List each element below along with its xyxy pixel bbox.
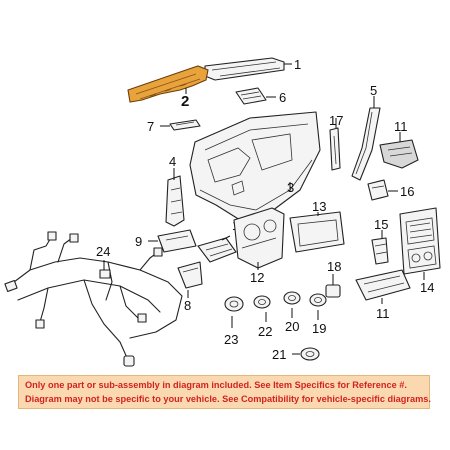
callout-16: 16 bbox=[400, 184, 414, 199]
part-1-dash-top-trim: 1 bbox=[204, 57, 301, 81]
disclaimer-line-1: Only one part or sub-assembly in diagram… bbox=[25, 380, 407, 390]
callout-15: 15 bbox=[374, 217, 388, 232]
part-18-switch: 18 bbox=[325, 259, 341, 298]
callout-24: 24 bbox=[96, 244, 110, 259]
callout-4: 4 bbox=[169, 154, 176, 169]
callout-20: 20 bbox=[285, 319, 299, 334]
callout-5: 5 bbox=[370, 83, 377, 98]
callout-21: 21 bbox=[272, 347, 286, 362]
part-9-cross-brace: 9 bbox=[135, 229, 197, 253]
callout-8: 8 bbox=[184, 298, 191, 313]
callout-17: 17 bbox=[329, 113, 343, 128]
callout-14: 14 bbox=[420, 280, 434, 295]
part-11-console-bracket: 11 bbox=[355, 269, 411, 321]
part-23-knob: 23 bbox=[224, 296, 244, 347]
callout-11a: 11 bbox=[394, 119, 408, 134]
part-2-highlighted-duct: 2 bbox=[127, 65, 209, 110]
callout-11b: 11 bbox=[376, 306, 390, 321]
part-20-knob: 20 bbox=[283, 291, 301, 334]
callout-23: 23 bbox=[224, 332, 238, 347]
disclaimer-banner: Only one part or sub-assembly in diagram… bbox=[18, 375, 431, 409]
callout-2: 2 bbox=[181, 93, 189, 110]
part-22-knob: 22 bbox=[253, 295, 272, 339]
callout-19: 19 bbox=[312, 321, 326, 336]
part-4-left-bracket: 4 bbox=[165, 154, 185, 227]
part-13-panel: 13 bbox=[289, 199, 345, 253]
part-5-pillar-trim: 5 bbox=[351, 83, 381, 181]
part-3-instrument-panel: 3 bbox=[189, 111, 321, 221]
part-12-cluster-bezel: 12 bbox=[233, 207, 285, 285]
callout-3: 3 bbox=[287, 180, 294, 195]
part-6-vent: 6 bbox=[235, 87, 286, 105]
part-21-knob: 21 bbox=[272, 347, 320, 362]
part-24-wiring-harness: 24 bbox=[4, 231, 183, 367]
callout-6: 6 bbox=[279, 90, 286, 105]
part-8-bracket: 8 bbox=[177, 261, 203, 313]
part-17-side-trim: 17 bbox=[329, 113, 343, 171]
part-7-grille: 7 bbox=[147, 119, 201, 134]
callout-1: 1 bbox=[294, 57, 301, 72]
part-19-knob: 19 bbox=[309, 293, 327, 336]
callout-7: 7 bbox=[147, 119, 154, 134]
callout-9: 9 bbox=[135, 234, 142, 249]
part-11-end-cap-upper: 11 bbox=[379, 119, 419, 169]
part-15-small-bracket: 15 bbox=[371, 217, 389, 265]
callout-13: 13 bbox=[312, 199, 326, 214]
part-16-bracket: 16 bbox=[367, 179, 414, 201]
disclaimer-line-2: Diagram may not be specific to your vehi… bbox=[25, 394, 431, 404]
part-14-control-head: 14 bbox=[399, 207, 441, 295]
callout-12: 12 bbox=[250, 270, 264, 285]
callout-18: 18 bbox=[327, 259, 341, 274]
callout-22: 22 bbox=[258, 324, 272, 339]
